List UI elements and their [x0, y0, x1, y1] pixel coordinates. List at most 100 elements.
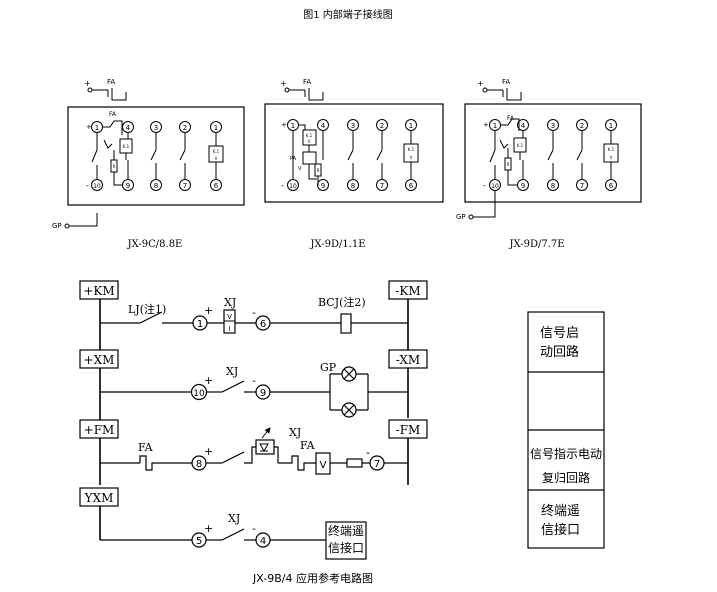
- module-3-ka2: K.1: [608, 147, 615, 152]
- terminal-label: 7: [580, 182, 584, 190]
- terminal-label: 6: [609, 182, 614, 190]
- module-1-ka2: K.1: [213, 149, 220, 154]
- relay-xj-3: XJ: [289, 426, 301, 439]
- module-1-top-terminals: 1 4 3 2 1: [91, 121, 222, 133]
- terminal-label: 1: [95, 124, 99, 132]
- terminal-label: 6: [409, 182, 414, 190]
- legend-panel: [527, 311, 605, 549]
- remote-signal-label: 终端遥信接口: [327, 524, 364, 555]
- bus-yxm: YXM: [84, 491, 114, 505]
- bus-plus-xm: +XM: [84, 353, 115, 367]
- module-3-gp-label: GP: [456, 213, 466, 221]
- contact-lj: LJ(注1): [128, 302, 166, 316]
- terminal-label: 4: [260, 536, 266, 547]
- module-1-plus-label: +: [84, 79, 91, 88]
- module-jx-9c: + FA FA 1 4 3 2 1 10 9 8 7 6 + - K.1: [52, 78, 245, 250]
- button-fa-2: FA: [300, 439, 316, 452]
- terminal-label: 6: [260, 319, 266, 330]
- module-1-v: V: [215, 156, 218, 161]
- module-2-top-terminals: 1 4 3 2 1: [287, 119, 417, 131]
- coil-bcj: BCJ(注2): [318, 295, 366, 309]
- terminal-label: 2: [183, 124, 187, 132]
- sign-plus: +: [204, 445, 213, 458]
- figure-title: 图1 内部端子接线图: [303, 8, 393, 21]
- sign-minus: -: [252, 522, 256, 535]
- terminal-label: 3: [154, 124, 158, 132]
- relay-xj-4: XJ: [228, 512, 240, 525]
- row-yxm: YXM 5 + XJ - 4: [79, 487, 367, 560]
- terminal-label: 1: [493, 122, 497, 130]
- module-1-fa-label: FA: [107, 78, 115, 86]
- sign-minus: -: [366, 446, 370, 459]
- v-label: V: [320, 460, 327, 471]
- terminal-label: 2: [380, 122, 384, 130]
- sign-plus: +: [204, 304, 213, 317]
- terminal-label: 7: [374, 459, 380, 470]
- terminal-label: 10: [289, 183, 297, 190]
- module-2-minus-inner: -: [281, 181, 284, 190]
- relay-xj-1: XJ: [224, 296, 236, 309]
- module-1-bottom-terminals: 10 9 8 7 6: [91, 179, 222, 191]
- sign-minus: -: [252, 306, 256, 319]
- module-3-fa-inner: FA: [507, 115, 515, 122]
- lamp-gp: GP: [320, 361, 337, 374]
- row-xm: +XM -XM 10 + XJ - 9 GP: [79, 349, 428, 418]
- module-2-fa-label: FA: [303, 78, 311, 86]
- bus-plus-fm: +FM: [84, 423, 115, 437]
- relay-box-bot: I: [228, 325, 230, 333]
- module-jx-9d-1: + FA 1 4 3 2 1 10 9 8 7 6 + - K.1 V PA R…: [264, 78, 444, 250]
- module-3-box: [464, 103, 642, 203]
- sign-plus: +: [204, 522, 213, 535]
- bus-plus-km: +KM: [83, 284, 114, 298]
- row-km: +KM -KM LJ(注1) 1 + V I XJ - 6 BCJ(注2): [79, 280, 428, 334]
- terminal-label: 7: [380, 182, 384, 190]
- terminal-label: 10: [93, 183, 101, 190]
- terminal-label: 9: [260, 388, 266, 399]
- module-1-gp-label: GP: [52, 222, 62, 230]
- module-3-top-terminals: 1 4 3 2 1: [489, 119, 617, 131]
- module-2-v: V: [308, 139, 311, 144]
- terminal-label: 9: [321, 182, 325, 190]
- module-2-bottom-terminals: 10 9 8 7 6: [287, 179, 417, 191]
- terminal-label: 8: [196, 459, 202, 470]
- bus-minus-fm: -FM: [396, 423, 421, 437]
- terminal-label: 1: [291, 122, 295, 130]
- terminal-label: 3: [351, 122, 355, 130]
- sign-plus: +: [204, 374, 213, 387]
- module-1-ka: K.1: [123, 144, 130, 149]
- module-2-r: R: [317, 168, 320, 173]
- module-1-caption: JX-9C/8.8E: [127, 239, 183, 250]
- terminal-label: 2: [580, 122, 584, 130]
- bus-minus-km: -KM: [395, 284, 420, 298]
- module-1-r: R: [113, 164, 116, 169]
- module-3-r: R: [507, 162, 510, 167]
- terminal-label: 8: [154, 182, 158, 190]
- terminal-label: 4: [521, 122, 526, 130]
- module-1-fa-inner: FA: [109, 111, 117, 118]
- button-fa-1: FA: [138, 441, 154, 454]
- terminal-label: 5: [196, 536, 202, 547]
- terminal-label: 8: [551, 182, 555, 190]
- sign-minus: -: [252, 374, 256, 387]
- module-2-plus-label: +: [280, 79, 287, 88]
- terminal-label: 10: [193, 389, 205, 399]
- module-3-plus-label: +: [477, 79, 484, 88]
- module-3-bottom-terminals: 10 9 8 7 6: [489, 179, 617, 191]
- terminal-label: 4: [126, 124, 131, 132]
- module-2-v2: V: [298, 166, 302, 172]
- terminal-label: 4: [321, 122, 326, 130]
- module-1-box: [67, 106, 245, 206]
- app-circuit-caption: JX-9B/4 应用参考电路图: [252, 571, 373, 585]
- module-2-ka2: K.1: [408, 147, 415, 152]
- module-3-plus-inner: +: [483, 121, 489, 129]
- bus-minus-xm: -XM: [396, 353, 420, 367]
- module-2-caption: JX-9D/1.1E: [309, 239, 365, 250]
- module-3-fa-label: FA: [502, 78, 510, 86]
- terminal-label: 3: [551, 122, 555, 130]
- legend-remote-interface: 终端遥信接口: [541, 504, 581, 538]
- terminal-label: 1: [197, 319, 203, 330]
- terminal-label: 10: [491, 183, 499, 190]
- row-fm: +FM -FM FA 8 + XJ FA V - 7: [79, 419, 428, 475]
- module-jx-9d-7: + FA FA 1 4 3 2 1 10 9 8 7 6 + - K.1 R: [456, 78, 642, 250]
